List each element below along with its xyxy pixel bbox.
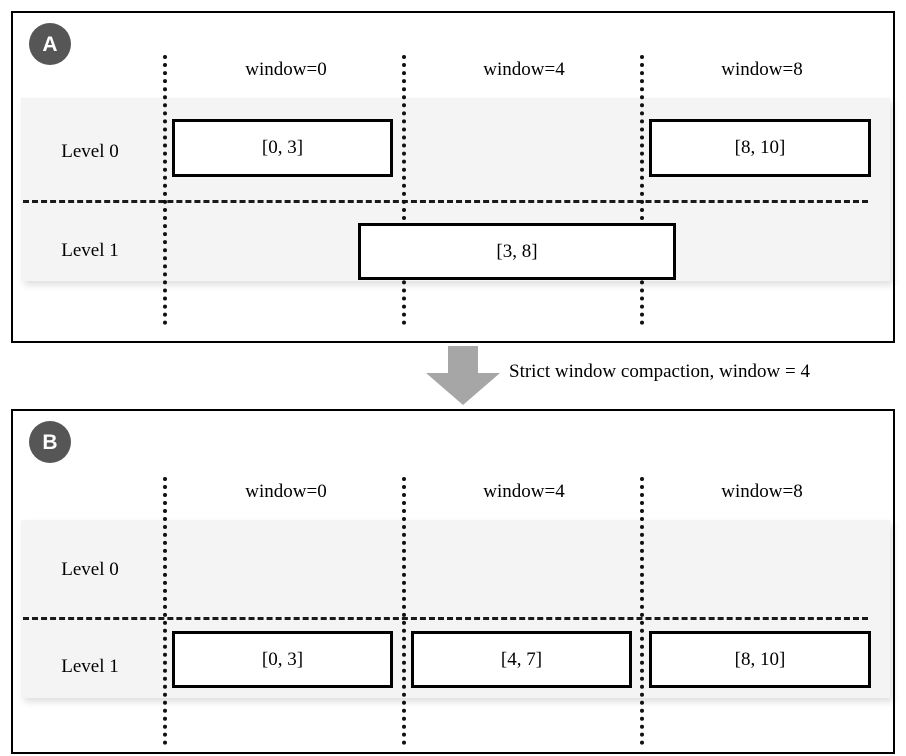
panel-a-level-label-0: Level 0 <box>61 141 119 162</box>
panel-b-window-guide-4 <box>402 477 406 745</box>
panel-b-column-label-1: window=4 <box>483 481 565 502</box>
panel-a-badge: A <box>29 23 71 65</box>
panel-b-column-label-0: window=0 <box>245 481 327 502</box>
panel-a-column-label-1: window=4 <box>483 59 565 80</box>
panel-b-level-divider <box>23 617 868 620</box>
panel-b-window-guide-0 <box>163 477 167 745</box>
panel-b-badge: B <box>29 421 71 463</box>
panel-a-column-label-2: window=8 <box>721 59 803 80</box>
panel-a-column-label-0: window=0 <box>245 59 327 80</box>
panel-a: A window=0 window=4 window=8 Level 0 Lev… <box>11 11 895 343</box>
panel-a-run-box-level0-window0[interactable]: [0, 3] <box>172 119 393 177</box>
down-arrow-icon-shaft <box>448 346 478 374</box>
transition-caption: Strict window compaction, window = 4 <box>509 361 810 382</box>
panel-a-window-guide-0 <box>163 55 167 325</box>
panel-a-window-guide-8 <box>640 55 644 325</box>
panel-a-level-label-1: Level 1 <box>61 240 119 261</box>
transition-arrow <box>426 346 500 406</box>
panel-b-window-guide-8 <box>640 477 644 745</box>
panel-a-level-divider <box>23 200 868 203</box>
panel-b-run-box-level1-window4[interactable]: [4, 7] <box>411 631 632 688</box>
panel-b-column-label-2: window=8 <box>721 481 803 502</box>
panel-a-run-box-level1-window4[interactable]: [3, 8] <box>358 223 676 280</box>
down-arrow-icon-head <box>426 373 500 405</box>
panel-b-run-box-level1-window8[interactable]: [8, 10] <box>649 631 871 688</box>
panel-b-level-label-1: Level 1 <box>61 656 119 677</box>
panel-b-run-box-level1-window0[interactable]: [0, 3] <box>172 631 393 688</box>
panel-b: B window=0 window=4 window=8 Level 0 Lev… <box>11 409 895 754</box>
panel-b-level-label-0: Level 0 <box>61 559 119 580</box>
panel-a-window-guide-4 <box>402 55 406 325</box>
panel-a-run-box-level0-window8[interactable]: [8, 10] <box>649 119 871 177</box>
